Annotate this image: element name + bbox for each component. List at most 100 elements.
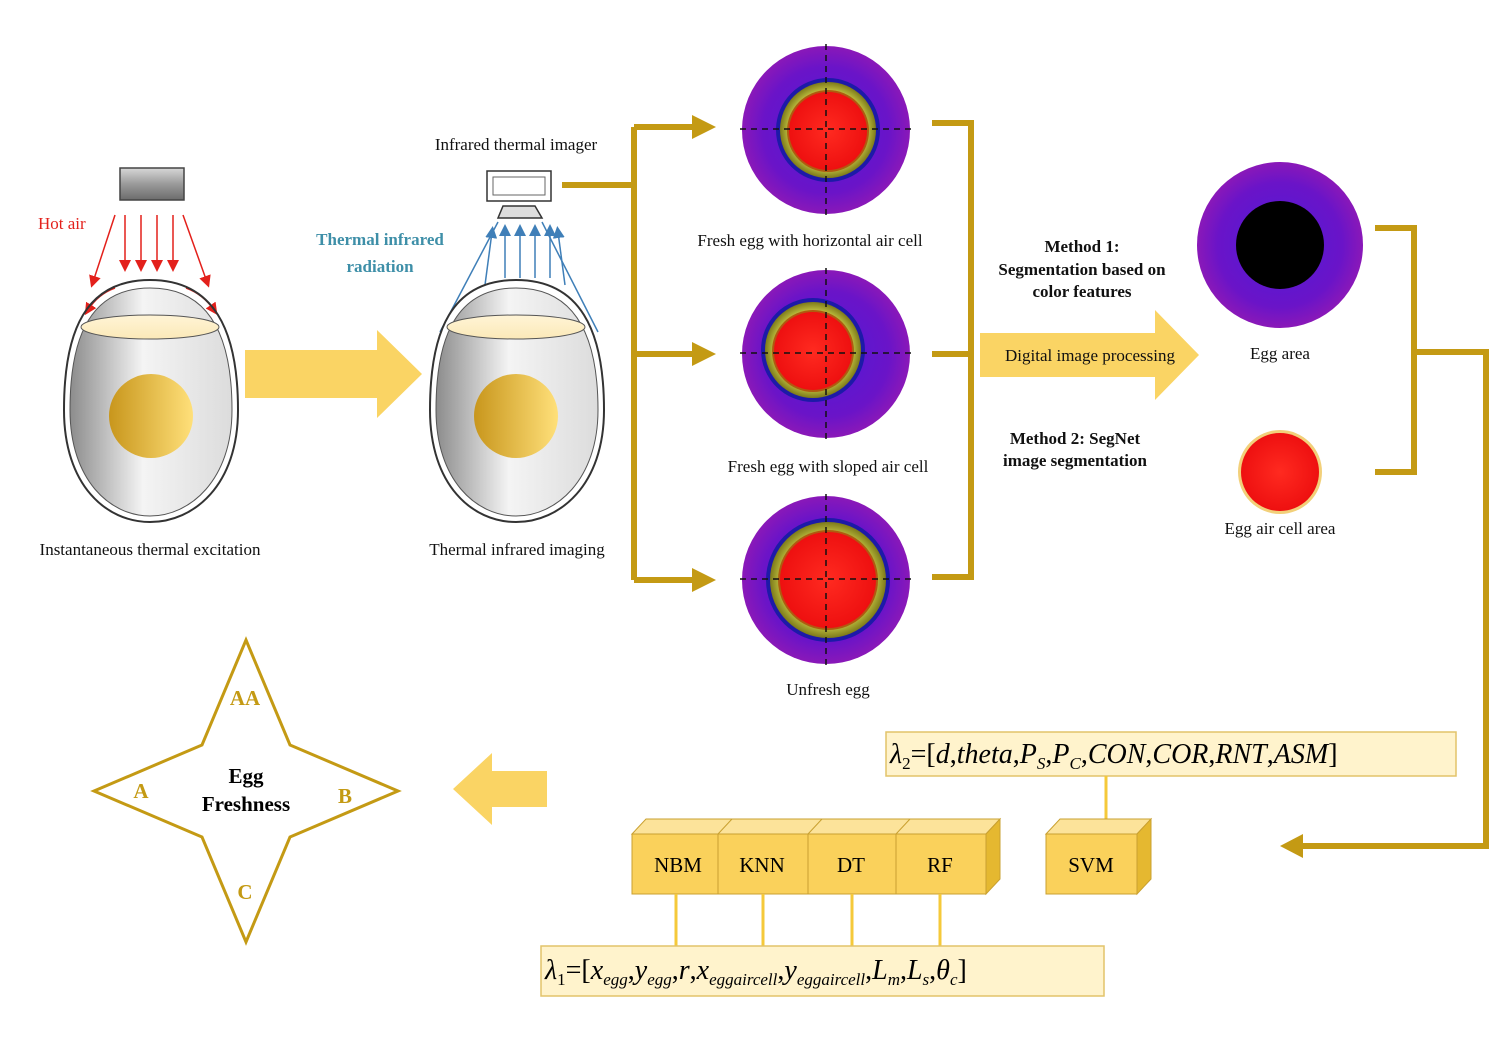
lambda1-formula: λ1=[xegg,yegg,r,xeggaircell,yeggaircell,… <box>540 945 1105 997</box>
egg-icon <box>62 278 240 524</box>
egg-area-label: Egg area <box>1250 344 1310 363</box>
stage-thermal-excitation: Hot air Instantaneous thermal excitation <box>38 167 261 559</box>
lambda1-equals: =[ <box>566 955 591 986</box>
left-arrow-icon <box>453 753 547 825</box>
svm-box: SVM <box>1044 817 1153 896</box>
lambda1-y: y <box>781 955 797 986</box>
grade-b: B <box>338 784 352 808</box>
thermal-camera-icon <box>486 170 552 219</box>
classifier-box-rf <box>895 833 987 895</box>
lambda2-rnt: RNT <box>1214 739 1269 770</box>
result-connector <box>1300 225 1489 849</box>
freshness-title-2: Freshness <box>202 792 290 816</box>
lambda2-comma: , <box>1208 739 1215 770</box>
lambda2-symbol: λ <box>889 739 902 770</box>
lambda1-L: L <box>871 955 888 986</box>
freshness-star: Egg Freshness AA A B C <box>90 636 402 946</box>
lambda1-theta-sub: c <box>950 970 958 989</box>
grade-c: C <box>237 880 252 904</box>
classifier-box-nbm <box>631 833 719 895</box>
radiation-label-2: radiation <box>346 257 414 276</box>
lambda1-comma: , <box>929 955 936 986</box>
method2-desc: image segmentation <box>1003 451 1148 470</box>
lambda1-comma: , <box>865 955 872 986</box>
lambda2-cor: COR <box>1152 739 1208 770</box>
lambda1-close: ] <box>957 955 966 986</box>
lambda2-index: 2 <box>902 754 911 773</box>
lambda1-Lm-sub: m <box>888 970 900 989</box>
egg-icon <box>428 278 606 524</box>
heater-icon <box>119 167 185 201</box>
lambda1-r: r <box>679 955 690 986</box>
method1-desc-1: Segmentation based on <box>998 260 1166 279</box>
lambda2-con: CON <box>1088 739 1147 770</box>
classifier-label-dt: DT <box>837 853 865 877</box>
radiation-label: Thermal infrared <box>316 230 444 249</box>
lambda1-comma: , <box>900 955 907 986</box>
lambda1-aircell-sub: eggaircell <box>797 970 866 989</box>
lambda2-d: d <box>936 739 951 770</box>
branch-arrowheads <box>692 115 716 592</box>
lambda1-x: x <box>696 955 710 986</box>
grade-a: A <box>133 779 149 803</box>
lambda2-comma: , <box>1013 739 1020 770</box>
lambda2-Ps-sub: S <box>1037 754 1046 773</box>
svg-text:λ2=[d,theta,PS,PC,CON,COR,RNT,: λ2=[d,theta,PS,PC,CON,COR,RNT,ASM] <box>889 739 1338 773</box>
method2-title: Method 2: SegNet <box>1010 429 1141 448</box>
method1-desc-2: color features <box>1033 282 1132 301</box>
lambda1-x: x <box>590 955 604 986</box>
lambda1-comma: , <box>672 955 679 986</box>
thermal-caption-2: Fresh egg with sloped air cell <box>728 457 929 476</box>
thermal-image-unfresh <box>740 494 914 666</box>
lambda1-theta: θ <box>936 955 950 986</box>
classifier-label-knn: KNN <box>739 853 785 877</box>
lambda1-symbol: λ <box>544 955 557 986</box>
lambda1-comma: , <box>690 955 697 986</box>
lambda2-comma: , <box>1267 739 1274 770</box>
lambda1-comma: , <box>777 955 784 986</box>
thermal-image-horizontal-air-cell <box>740 44 914 216</box>
freshness-title-1: Egg <box>228 764 264 788</box>
lambda1-y: y <box>632 955 648 986</box>
lambda2-comma: , <box>1045 739 1052 770</box>
classifier-label-nbm: NBM <box>654 853 702 877</box>
classifier-boxes: NBM KNN DT RF <box>630 817 1002 896</box>
lambda1-L: L <box>906 955 923 986</box>
lambda2-formula: λ2=[d,theta,PS,PC,CON,COR,RNT,ASM] <box>885 731 1457 777</box>
imager-label: Infrared thermal imager <box>435 135 598 154</box>
lambda2-close: ] <box>1328 739 1337 770</box>
lambda2-P: P <box>1051 739 1069 770</box>
lambda1-comma: , <box>628 955 635 986</box>
hot-air-label: Hot air <box>38 214 86 233</box>
stage1-caption: Instantaneous thermal excitation <box>40 540 261 559</box>
stage-thermal-imaging: Infrared thermal imager Thermal infrared… <box>316 135 605 559</box>
processing-arrow-icon <box>980 310 1199 400</box>
thermal-image-sloped-air-cell <box>740 268 914 440</box>
lambda1-egg-sub: egg <box>647 970 672 989</box>
branch-connector <box>562 124 695 583</box>
stage2-caption: Thermal infrared imaging <box>429 540 605 559</box>
processing-label: Digital image processing <box>1005 346 1175 365</box>
air-cell-area-label: Egg air cell area <box>1225 519 1336 538</box>
lambda2-equals: =[ <box>911 739 936 770</box>
methods-block: Method 1: Segmentation based on color fe… <box>998 237 1166 470</box>
left-arrowhead-icon <box>1280 834 1303 858</box>
svm-label: SVM <box>1068 853 1114 877</box>
lambda2-P: P <box>1019 739 1037 770</box>
thermal-caption-1: Fresh egg with horizontal air cell <box>697 231 922 250</box>
thermal-caption-3: Unfresh egg <box>786 680 870 699</box>
lambda1-Ls-sub: s <box>923 970 930 989</box>
lambda1-egg-sub: egg <box>603 970 628 989</box>
method1-title: Method 1: <box>1044 237 1119 256</box>
lambda2-comma: , <box>1081 739 1088 770</box>
lambda1-index: 1 <box>557 970 566 989</box>
lambda2-Pc-sub: C <box>1069 754 1081 773</box>
merge-bracket <box>932 120 974 580</box>
lambda2-theta: theta <box>957 739 1013 770</box>
classifier-box-dt <box>807 833 897 895</box>
svg-text:λ1=[xegg,yegg,r,xeggaircell,ye: λ1=[xegg,yegg,r,xeggaircell,yeggaircell,… <box>544 955 967 989</box>
right-arrow-icon <box>245 330 422 418</box>
lambda2-asm: ASM <box>1272 739 1330 770</box>
egg-area-result <box>1197 162 1363 328</box>
lambda2-comma: , <box>1145 739 1152 770</box>
